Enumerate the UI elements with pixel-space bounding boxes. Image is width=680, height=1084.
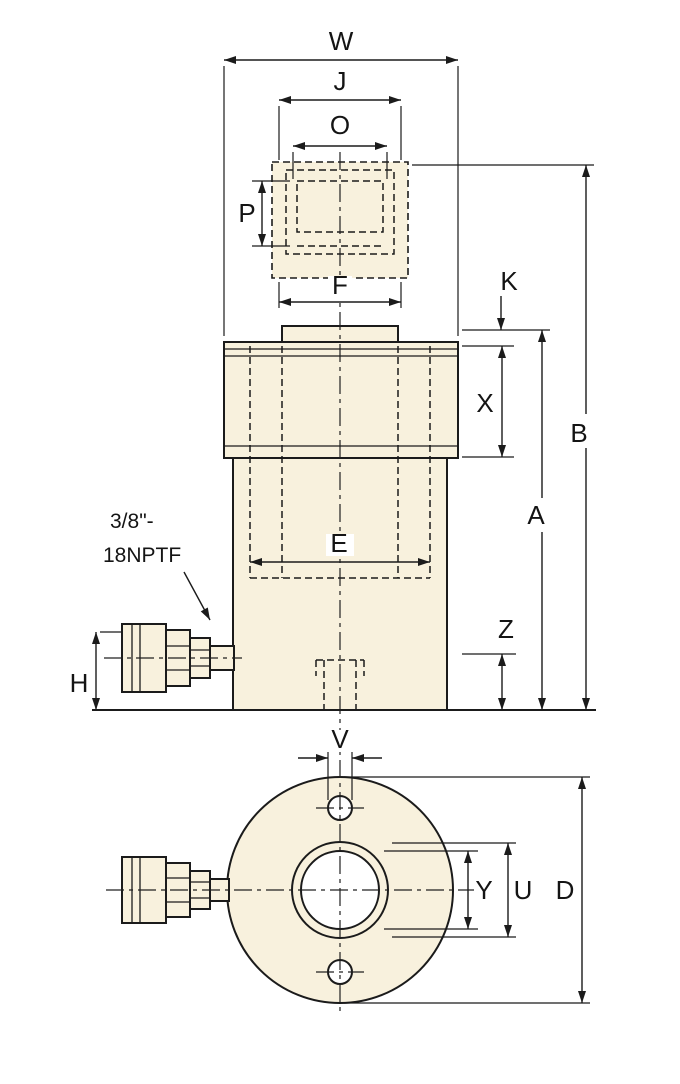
dim-label-w: W xyxy=(329,26,354,56)
dim-label-b: B xyxy=(570,418,587,448)
dim-label-f: F xyxy=(332,270,348,300)
side-view xyxy=(121,161,459,711)
cylinder-collar xyxy=(223,341,459,459)
dim-x: X xyxy=(462,345,514,458)
dim-label-p: P xyxy=(238,198,255,228)
dim-label-e: E xyxy=(330,528,347,558)
dim-v: V xyxy=(298,724,382,800)
dim-e: E xyxy=(250,528,430,566)
port-label-thread: 18NPTF xyxy=(103,544,181,567)
dim-d: D xyxy=(344,776,590,1004)
dim-u: U xyxy=(392,842,533,938)
dim-a: A xyxy=(527,330,546,710)
dim-j: J xyxy=(278,66,402,160)
dim-label-u: U xyxy=(514,875,533,905)
dim-y: Y xyxy=(384,850,493,930)
dim-label-d: D xyxy=(556,875,575,905)
dim-label-y: Y xyxy=(475,875,492,905)
dim-b: B xyxy=(412,164,594,710)
port-callout: 3/8"- 18NPTF xyxy=(103,510,211,621)
dim-label-o: O xyxy=(330,110,350,140)
dim-label-j: J xyxy=(334,66,347,96)
port-label-size: 3/8"- xyxy=(110,510,154,533)
dim-w: W xyxy=(223,26,459,336)
dim-h: H xyxy=(70,631,122,710)
dim-label-a: A xyxy=(527,500,545,530)
dim-label-x: X xyxy=(476,388,493,418)
dim-p: P xyxy=(238,180,290,247)
dim-f: F xyxy=(278,270,402,308)
dim-label-z: Z xyxy=(498,614,514,644)
dim-label-k: K xyxy=(500,266,518,296)
dim-o: O xyxy=(292,110,388,179)
dim-label-h: H xyxy=(70,668,89,698)
hidden-base-hole xyxy=(315,659,365,710)
port-leader-arrow xyxy=(183,571,211,621)
dim-label-v: V xyxy=(331,724,349,754)
dim-z: Z xyxy=(462,614,516,710)
dim-k: K xyxy=(462,266,550,331)
